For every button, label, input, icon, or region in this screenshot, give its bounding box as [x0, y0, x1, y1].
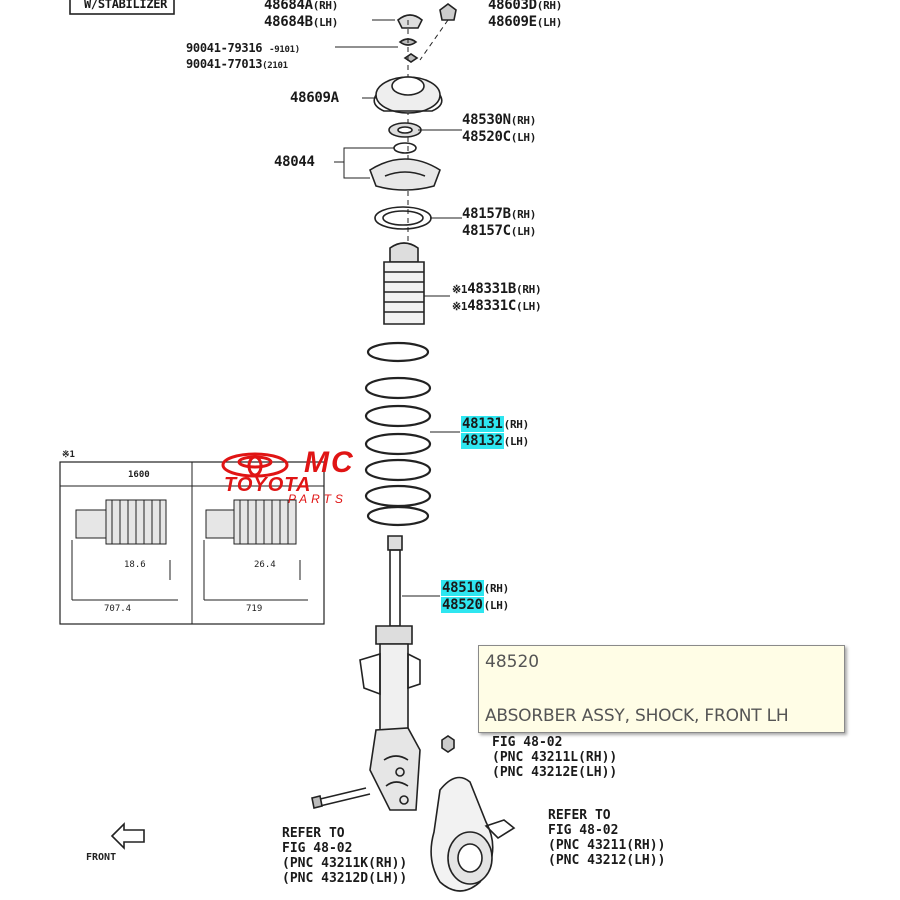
side-note: (RH) [503, 418, 530, 431]
part-number-highlight[interactable]: 48510 [441, 580, 484, 596]
inset-dim-2: 26.4 [254, 560, 276, 570]
ref-line: (PNC 43212D(LH)) [282, 871, 408, 886]
part-number: 48157B [462, 206, 511, 222]
part-number-highlight[interactable]: 48131 [461, 416, 504, 432]
side-note: (RH) [536, 0, 563, 12]
ref-line: (PNC 43211L(RH)) [492, 750, 618, 765]
part-number: 48530N [462, 112, 511, 128]
inset-length-1: 707.4 [104, 604, 132, 614]
reference-upper-right: FIG 48-02(PNC 43211L(RH))(PNC 43212E(LH)… [492, 735, 617, 780]
part-label-48510[interactable]: 48510(RH) [441, 580, 509, 597]
ref-line: REFER TO [548, 808, 611, 823]
part-number: 48331B [467, 281, 517, 297]
part-label-48609e[interactable]: 48609E(LH) [488, 14, 562, 31]
part-number: 48684B [264, 14, 313, 30]
part-label-48684a[interactable]: 48684A(RH) [264, 0, 338, 14]
side-note: (LH) [503, 435, 530, 448]
ref-line: (PNC 43211K(RH)) [282, 856, 408, 871]
side-note: (RH) [483, 582, 510, 595]
ref-line: (PNC 43212E(LH)) [492, 765, 618, 780]
part-label-48157b[interactable]: 48157B(RH) [462, 206, 536, 223]
side-note: (RH) [516, 283, 542, 296]
side-note: (LH) [516, 300, 542, 313]
part-label-48331c[interactable]: ※148331C(LH) [452, 298, 542, 315]
ref-line: FIG 48-02 [282, 841, 353, 856]
part-label-48530n[interactable]: 48530N(RH) [462, 112, 536, 129]
part-label-48044[interactable]: 48044 [274, 154, 315, 170]
part-label-48131[interactable]: 48131(RH) [461, 416, 529, 433]
part-label-90041-79316[interactable]: 90041-79316 -9101) [186, 40, 300, 58]
date-note: -9101) [269, 45, 300, 55]
part-label-48132[interactable]: 48132(LH) [461, 433, 529, 450]
side-note: (RH) [510, 114, 537, 127]
ref-line: FIG 48-02 [548, 823, 619, 838]
part-label-48157c[interactable]: 48157C(LH) [462, 223, 536, 240]
part-label-48520c[interactable]: 48520C(LH) [462, 129, 536, 146]
side-note: (LH) [536, 16, 563, 29]
part-number: 48609E [488, 14, 537, 30]
inset-dim-1: 18.6 [124, 560, 146, 570]
part-label-48684b[interactable]: 48684B(LH) [264, 14, 338, 31]
side-note: (LH) [510, 131, 537, 144]
ref-line: REFER TO [282, 826, 345, 841]
part-label-48520[interactable]: 48520(LH) [441, 597, 509, 614]
toyota-emblem-icon [221, 452, 289, 478]
inset-length-2: 719 [246, 604, 263, 614]
inset-title: ※1 [62, 450, 75, 460]
side-note: (RH) [312, 0, 339, 12]
part-number: 48157C [462, 223, 511, 239]
label-stabilizer: W/STABILIZER [84, 0, 168, 11]
watermark-line2: PARTS [288, 492, 347, 506]
part-label-90041-77013[interactable]: 90041-77013(2101 [186, 56, 288, 74]
part-number: 48684A [264, 0, 313, 13]
part-tooltip: 48520 ABSORBER ASSY, SHOCK, FRONT LH [478, 645, 845, 733]
side-note: (LH) [483, 599, 510, 612]
part-number-highlight[interactable]: 48520 [441, 597, 484, 613]
side-note: (RH) [510, 208, 537, 221]
side-note: (LH) [510, 225, 537, 238]
part-label-48331b[interactable]: ※148331B(RH) [452, 281, 542, 298]
inset-header-1600: 1600 [128, 470, 150, 480]
part-number-highlight[interactable]: 48132 [461, 433, 504, 449]
part-label-48603d[interactable]: 48603D(RH) [488, 0, 562, 14]
date-note: (2101 [262, 61, 288, 71]
tooltip-description: ABSORBER ASSY, SHOCK, FRONT LH [485, 706, 789, 726]
part-number: 48520C [462, 129, 511, 145]
part-number: 90041-79316 [186, 41, 263, 55]
tooltip-part-number: 48520 [485, 652, 540, 672]
star-note: ※1 [452, 283, 468, 296]
ref-line: (PNC 43211(RH)) [548, 838, 666, 853]
side-note: (LH) [312, 16, 339, 29]
ref-line: FIG 48-02 [492, 735, 563, 750]
watermark-brand: MC [304, 446, 355, 479]
part-number: 48603D [488, 0, 537, 13]
ref-line: (PNC 43212(LH)) [548, 853, 666, 868]
front-label: FRONT [86, 852, 117, 863]
star-note: ※1 [452, 300, 468, 313]
part-number: 90041-77013 [186, 57, 263, 71]
part-number: 48331C [467, 298, 517, 314]
part-label-48609a[interactable]: 48609A [290, 90, 339, 106]
watermark-line1: TOYOTA [224, 474, 312, 496]
watermark-logo: MC TOYOTA PARTS [218, 446, 398, 508]
